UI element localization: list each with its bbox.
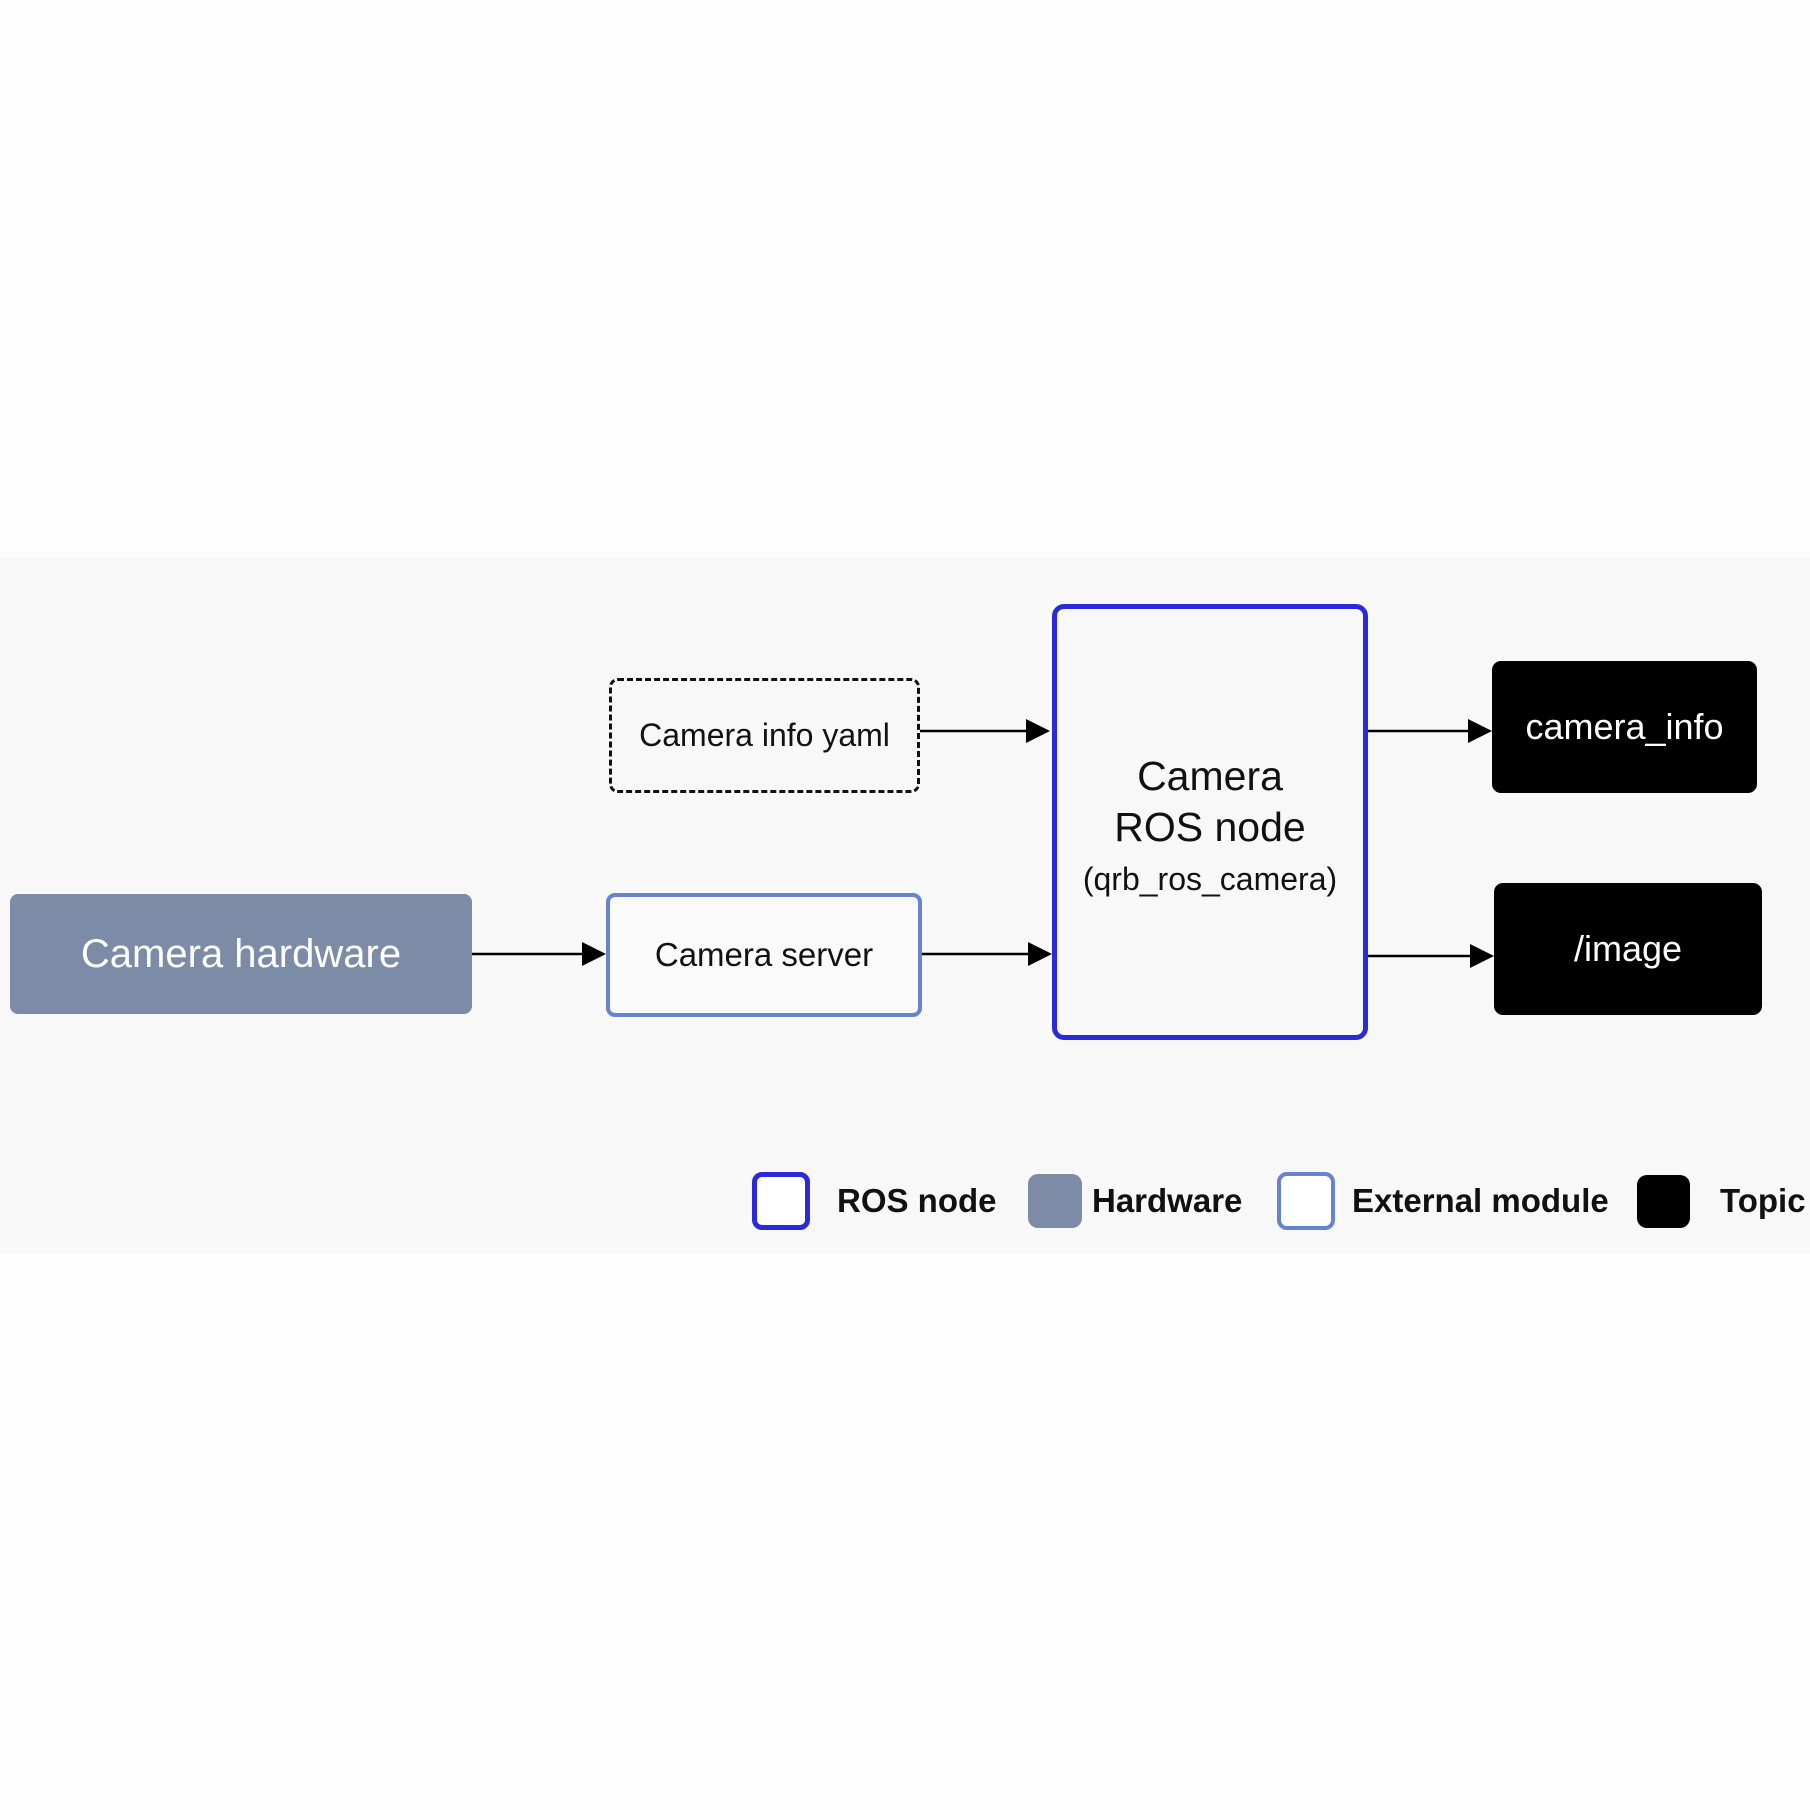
camera-info-yaml-node: Camera info yaml	[609, 678, 920, 793]
arrow-hardware-to-server	[472, 942, 606, 966]
arrow-yaml-to-rosnode	[920, 719, 1050, 743]
legend-ros-node-swatch	[752, 1172, 810, 1230]
legend-hardware-swatch	[1028, 1174, 1082, 1228]
legend-hardware-label: Hardware	[1092, 1182, 1243, 1219]
ros-node-package-label: (qrb_ros_camera)	[1082, 861, 1338, 897]
legend-topic-label: Topic	[1720, 1182, 1806, 1219]
arrow-rosnode-to-image	[1368, 944, 1494, 968]
legend-external-module-swatch	[1277, 1172, 1335, 1230]
camera-ros-node: Camera ROS node (qrb_ros_camera)	[1052, 604, 1368, 1040]
topic-image-node: /image	[1494, 883, 1762, 1015]
legend-topic-swatch	[1637, 1175, 1690, 1228]
camera-info-yaml-label: Camera info yaml	[639, 716, 890, 753]
arrow-rosnode-to-camera-info	[1368, 719, 1492, 743]
camera-hardware-node: Camera hardware	[10, 894, 472, 1014]
arrow-server-to-rosnode	[922, 942, 1052, 966]
topic-camera-info-label: camera_info	[1525, 705, 1724, 747]
camera-server-label: Camera server	[654, 935, 874, 973]
topic-camera-info-node: camera_info	[1492, 661, 1757, 793]
camera-hardware-label: Camera hardware	[80, 932, 402, 976]
legend-external-module-label: External module	[1352, 1182, 1609, 1219]
legend-ros-node-label: ROS node	[837, 1182, 997, 1219]
topic-image-label: /image	[1573, 927, 1683, 969]
camera-server-node: Camera server	[606, 893, 922, 1017]
ros-node-title-line1: Camera	[1137, 753, 1283, 799]
ros-node-title-line2: ROS node	[1114, 804, 1306, 850]
